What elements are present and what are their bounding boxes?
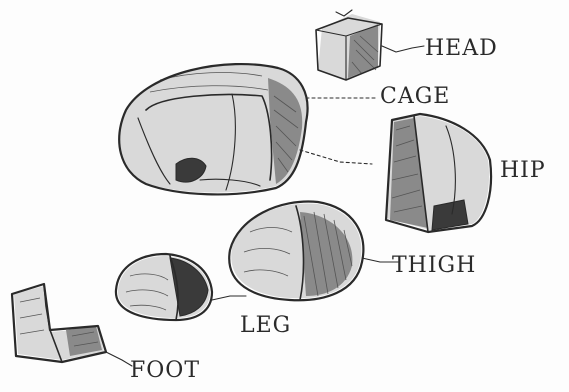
cage-leader-line bbox=[300, 98, 376, 164]
thigh-label: THIGH bbox=[392, 255, 476, 277]
foot-block bbox=[12, 284, 132, 366]
foot-label: FOOT bbox=[130, 360, 200, 382]
leg-block bbox=[116, 254, 246, 320]
thigh-block bbox=[229, 201, 398, 300]
cage-label: CAGE bbox=[380, 86, 450, 108]
head-block bbox=[316, 10, 382, 80]
hip-block bbox=[386, 114, 491, 232]
hip-label: HIP bbox=[500, 160, 546, 182]
head-label: HEAD bbox=[425, 38, 498, 60]
head-leader-line bbox=[382, 46, 424, 52]
leg-label: LEG bbox=[240, 315, 291, 337]
cage-block bbox=[119, 63, 307, 194]
